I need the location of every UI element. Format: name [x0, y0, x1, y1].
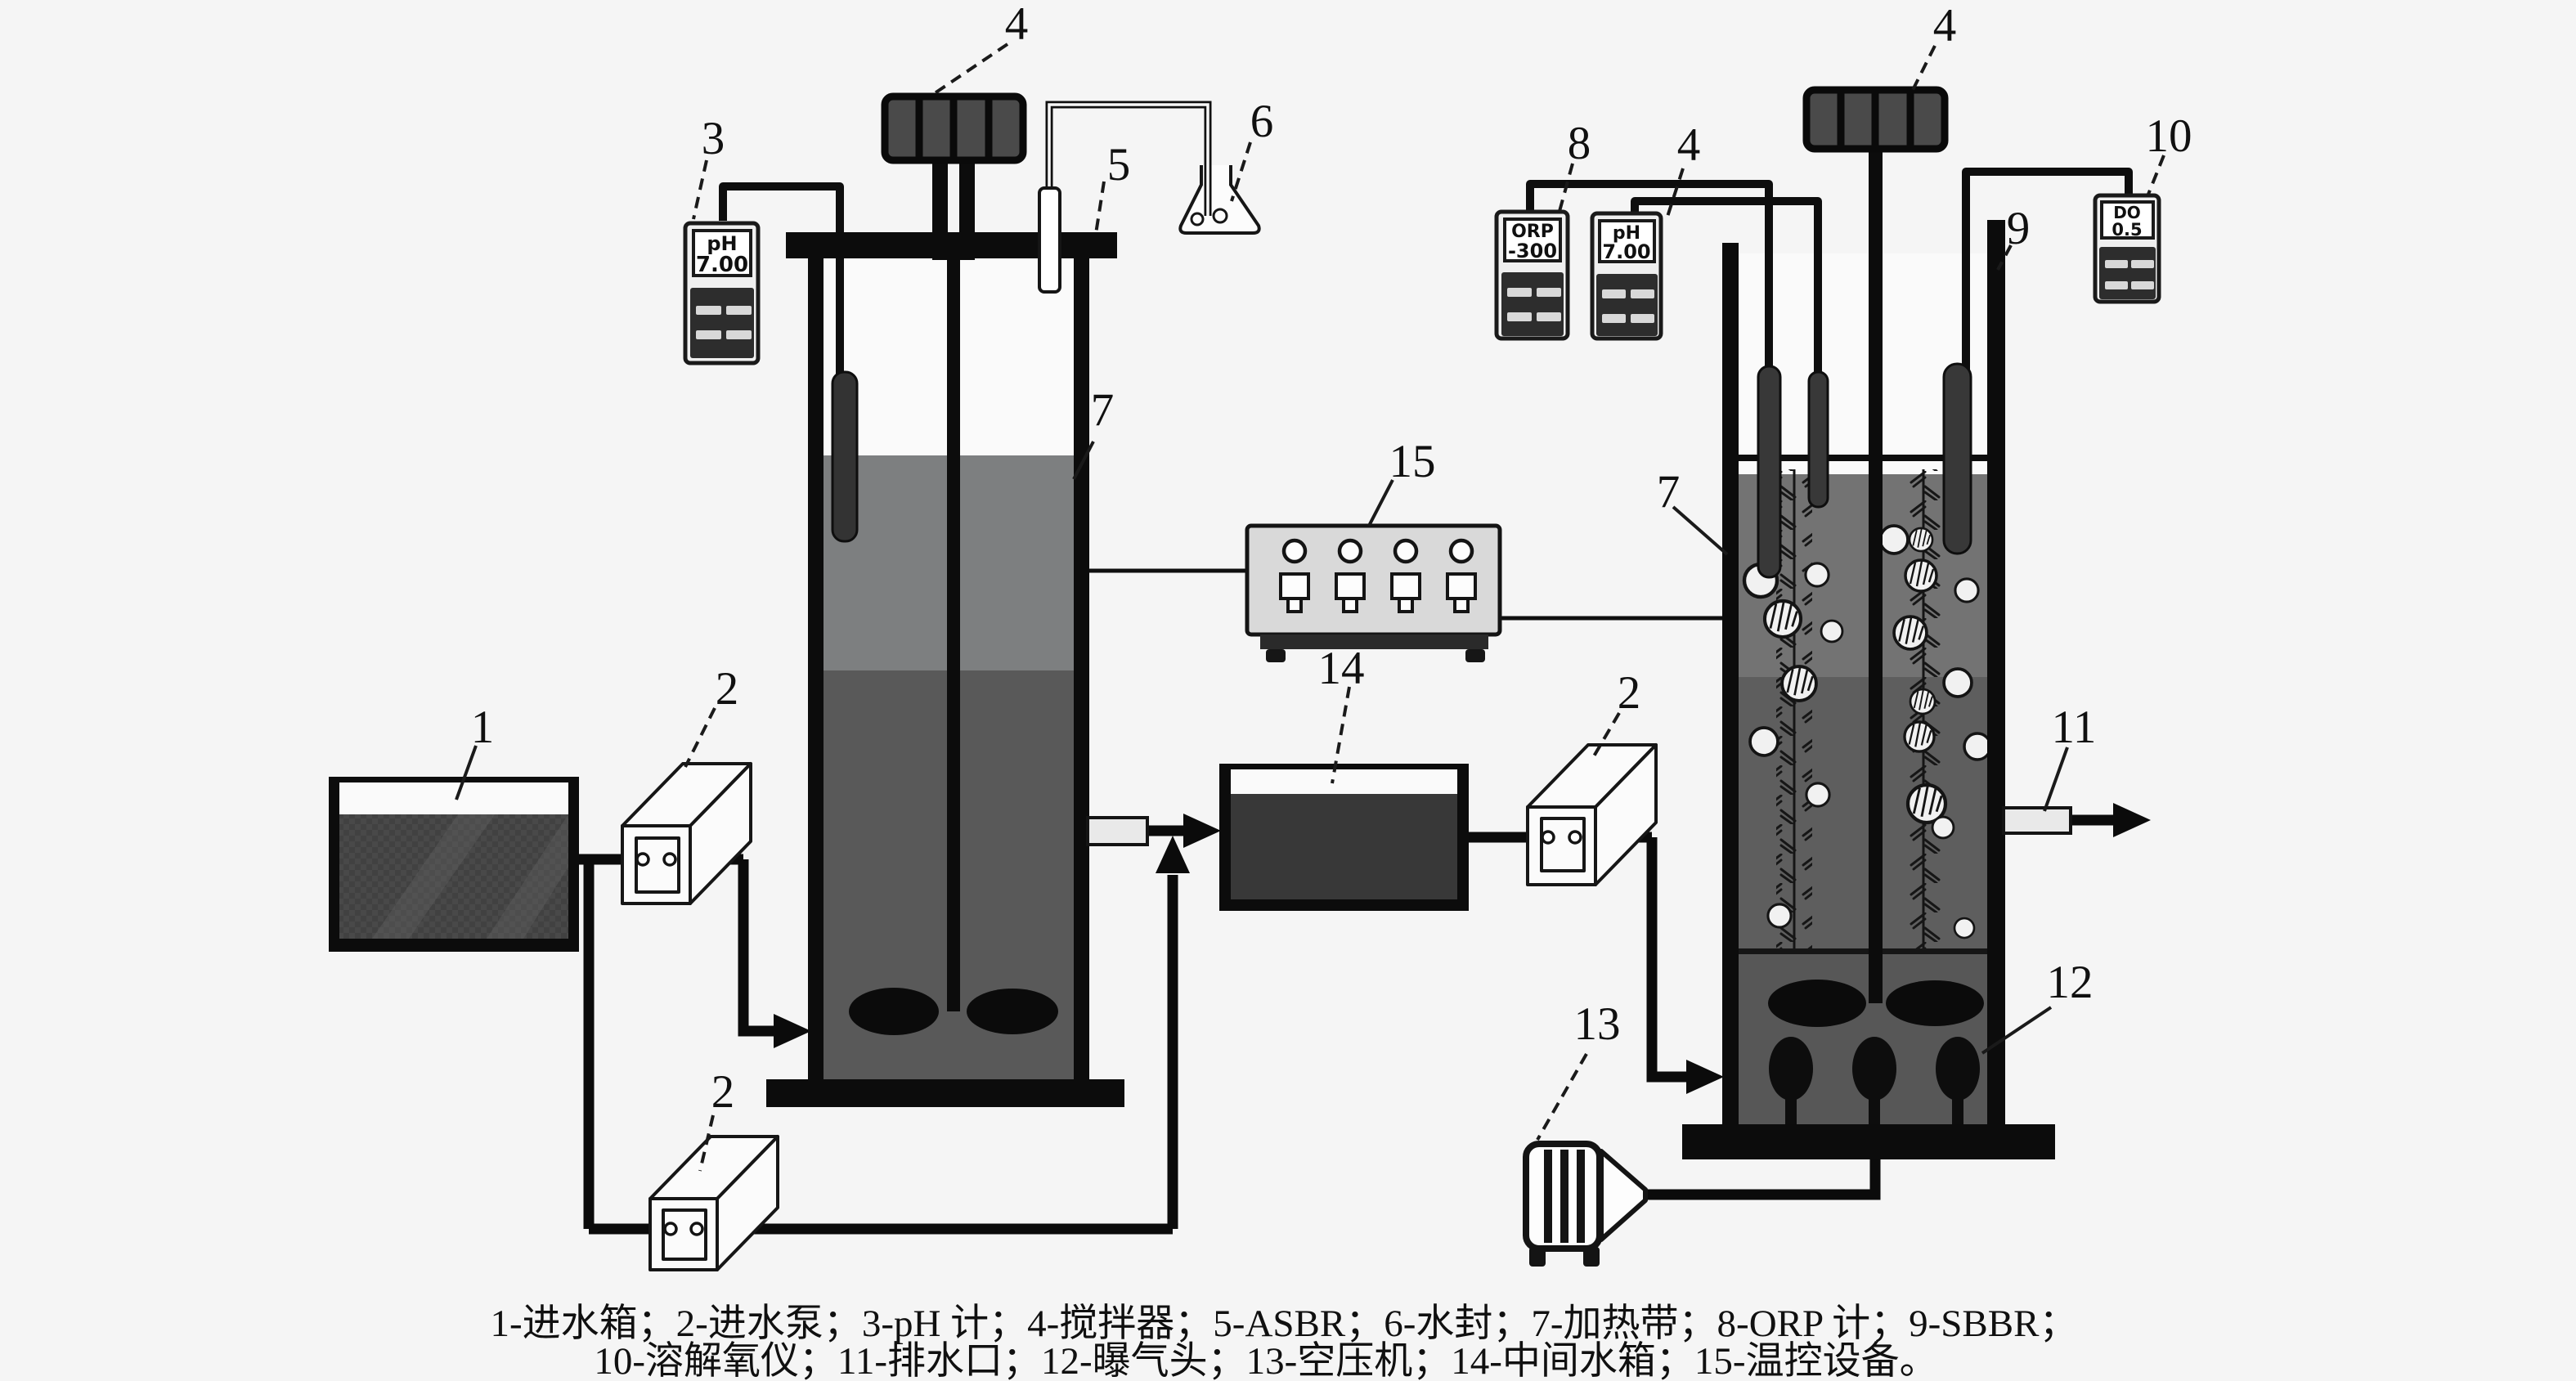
do-meter: DO 0.5 [2093, 193, 2161, 304]
do-probe [1942, 362, 1972, 555]
arrow-up-junction [1156, 836, 1190, 873]
transfer-pump [1526, 743, 1658, 886]
controller-sockets [1279, 572, 1477, 613]
callout-5: 5 [1107, 139, 1131, 191]
callout-4: 4 [1005, 0, 1029, 50]
meter-label: ORP [1511, 222, 1554, 242]
orp-probe-cable [1526, 180, 1773, 372]
callout-11: 11 [2052, 702, 2097, 753]
asbr-reactor [719, 160, 1149, 1107]
callout-leaders [455, 43, 2165, 1172]
callout-1: 1 [471, 702, 495, 753]
arrow-asbr-to-tank [1183, 814, 1221, 848]
meter-value: 7.00 [1602, 240, 1650, 263]
temperature-controller [1245, 523, 1502, 662]
callout-3: 3 [702, 113, 725, 164]
impeller-blade [967, 989, 1058, 1034]
air-compressor [1523, 1141, 1881, 1267]
callout-9: 9 [2007, 203, 2031, 254]
meter-label: pH [707, 232, 737, 255]
asbr-outlet-port [1086, 816, 1149, 846]
feed-pump-bottom [648, 1135, 779, 1271]
feed-tank [329, 777, 579, 952]
orp-meter: ORP -300 [1494, 209, 1570, 341]
callout-14: 14 [1318, 643, 1365, 694]
ph-probe-cable-sbbr [1631, 197, 1822, 378]
callout-4: 4 [1933, 0, 1957, 52]
asbr-lid [786, 232, 1117, 258]
callout-13: 13 [1574, 998, 1621, 1050]
callout-2: 2 [1618, 667, 1641, 719]
callout-4: 4 [1677, 119, 1701, 171]
meter-value: 7.00 [696, 253, 748, 277]
ph-meter-asbr: pH 7.00 [683, 221, 761, 365]
stirrer-shaft-sbbr [1869, 149, 1883, 1003]
heater-wires [1089, 568, 1722, 621]
arrow-drain-outlet [2113, 803, 2151, 837]
meter-label: DO [2113, 203, 2141, 222]
water-seal-flask [1178, 165, 1261, 235]
stirrer-motor-sbbr [1802, 86, 1949, 153]
callout-2: 2 [711, 1066, 735, 1118]
do-probe-cable [1962, 168, 2133, 370]
sbbr-wall-right [1987, 220, 2005, 1124]
figure-caption: 1-进水箱；2-进水泵；3-pH 计；4-搅拌器；5-ASBR；6-水封；7-加… [491, 1303, 2078, 1381]
impeller-blade [1886, 980, 1984, 1026]
sbbr-wall-left [1722, 243, 1739, 1124]
impeller-blade [1768, 980, 1866, 1027]
biofilm-carrier-left [1776, 469, 1812, 948]
arrow-into-asbr [774, 1014, 811, 1048]
callout-numbers: 1 2 2 2 3 4 4 4 5 6 7 7 8 9 10 11 12 13 … [471, 0, 2192, 1118]
callout-7: 7 [1657, 466, 1681, 518]
asbr-lid-port [1038, 186, 1061, 294]
aeration-heads [1769, 1037, 1980, 1127]
indicator-lights [1281, 538, 1474, 564]
callout-2: 2 [716, 663, 739, 715]
feed-pump-top [621, 762, 752, 905]
ph-probe-cable-asbr [719, 182, 844, 380]
ph-probe-sbbr [1807, 370, 1829, 509]
caption-line-1: 1-进水箱；2-进水泵；3-pH 计；4-搅拌器；5-ASBR；6-水封；7-加… [491, 1303, 2078, 1345]
ph-probe-asbr [831, 370, 859, 543]
caption-line-2: 10-溶解氧仪；11-排水口；12-曝气头；13-空压机；14-中间水箱；15-… [594, 1340, 1937, 1381]
sbbr-reactor [1526, 149, 2133, 1159]
meter-value: 0.5 [2112, 220, 2142, 240]
water-seal-assembly [1038, 101, 1261, 294]
orp-probe [1757, 365, 1782, 579]
sbbr-base [1682, 1124, 2055, 1159]
callout-10: 10 [2146, 110, 2192, 162]
callout-15: 15 [1389, 436, 1436, 487]
ph-meter-sbbr: pH 7.00 [1590, 211, 1663, 341]
stirrer-motor-asbr [881, 92, 1027, 164]
meter-value: -300 [1508, 240, 1557, 262]
drain-outlet-port [2002, 806, 2072, 835]
asbr-base [766, 1079, 1124, 1107]
intermediate-tank [1219, 764, 1469, 911]
arrow-into-sbbr [1686, 1060, 1724, 1094]
stirrer-shaft-asbr [947, 258, 960, 1011]
flow-arrows [774, 803, 2151, 1094]
impeller-blade [849, 988, 939, 1035]
meter-label: pH [1613, 223, 1640, 244]
callout-12: 12 [2047, 957, 2094, 1008]
callout-8: 8 [1568, 118, 1591, 169]
callout-6: 6 [1250, 96, 1274, 147]
callout-7: 7 [1091, 384, 1115, 436]
